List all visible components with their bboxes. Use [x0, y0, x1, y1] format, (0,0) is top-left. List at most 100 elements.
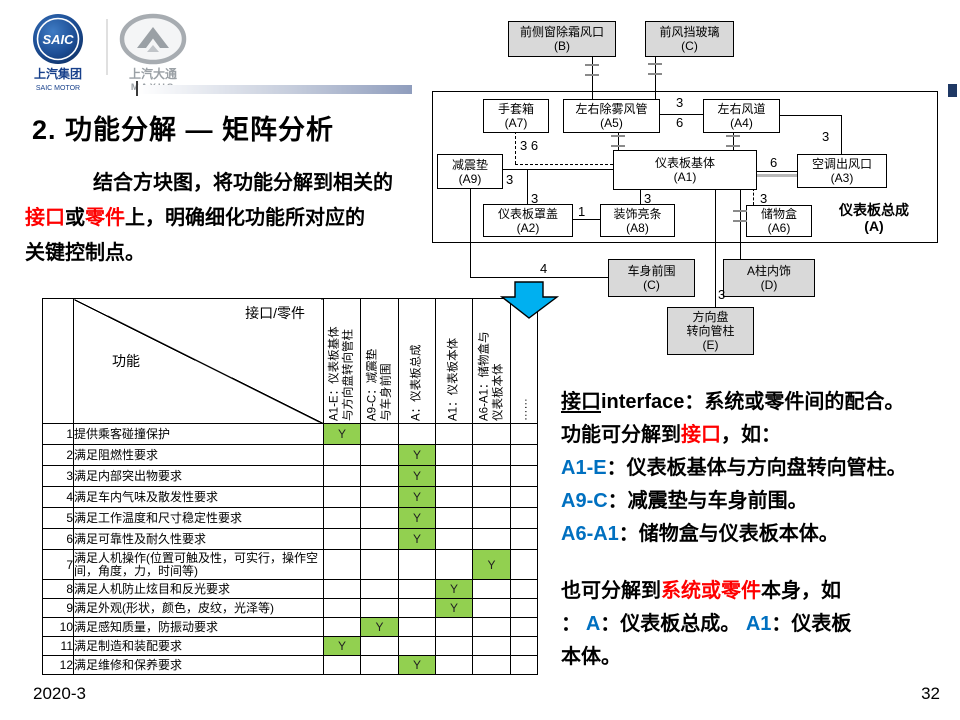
- interface-mark-icon: [585, 64, 599, 76]
- matrix-cell: [435, 465, 473, 487]
- edge-label: 6: [676, 115, 684, 130]
- connector-a4-a3-v: [841, 115, 842, 154]
- matrix-column-header: ……: [510, 298, 538, 424]
- box-label: 手套箱: [497, 102, 534, 116]
- matrix-cell: [435, 655, 473, 675]
- intro-line: 关键控制点。: [25, 236, 455, 271]
- row-number: 10: [42, 617, 74, 637]
- matrix-cell: [323, 465, 361, 487]
- text-segment: ：仪表板基体与方向盘转向管柱。: [606, 457, 907, 479]
- text-segment: A1: [745, 613, 772, 635]
- matrix-cell: [472, 617, 511, 637]
- y-cell: Y: [435, 579, 473, 599]
- box-code: (E): [702, 338, 719, 352]
- matrix-cell: [323, 655, 361, 675]
- matrix-cell: [435, 486, 473, 508]
- function-label: 满足内部突出物要求: [73, 465, 324, 487]
- matrix-cell: [510, 444, 538, 466]
- connector-a7-a1: [515, 164, 613, 165]
- note-line: 也可分解到系统或零件本身，如: [561, 575, 957, 608]
- y-cell: Y: [398, 465, 436, 487]
- matrix-cell: [472, 486, 511, 508]
- diagram-box-steering-column: 方向盘 转向管柱 (E): [667, 307, 754, 355]
- box-code: (A4): [730, 116, 753, 130]
- matrix-cell: [360, 528, 399, 550]
- text-segment: 零件: [85, 207, 125, 229]
- note-line: A9-C：减震垫与车身前围。: [561, 485, 957, 518]
- row-number: 2: [42, 444, 74, 466]
- diagram-box-front-wall: 车身前围 (C): [608, 259, 695, 297]
- box-label: A柱内饰: [746, 264, 791, 278]
- text-segment: interface：系统或零件间的配合。: [601, 391, 905, 413]
- matrix-column-header: A：仪表板总成: [398, 298, 436, 424]
- header-gradient-bar: [138, 85, 412, 94]
- connector-a4-a1: [733, 131, 734, 150]
- row-number: 4: [42, 486, 74, 508]
- y-cell: Y: [323, 423, 361, 445]
- diagram-box-ac-vent: 空调出风口 (A3): [797, 154, 887, 188]
- interface-mark-icon: [648, 63, 662, 75]
- matrix-cell: [323, 507, 361, 529]
- matrix-cell: [435, 636, 473, 656]
- connector-a9-frontwall: [470, 277, 608, 278]
- text-segment: 接口: [561, 391, 601, 413]
- row-number: 3: [42, 465, 74, 487]
- connector-a5-a4: [658, 114, 703, 115]
- box-code: (A2): [516, 220, 540, 235]
- text-segment: ：储物盒与仪表板本体。: [618, 523, 839, 545]
- matrix-cell: [435, 507, 473, 529]
- matrix-cell: [360, 598, 399, 618]
- matrix-cell: [360, 444, 399, 466]
- matrix-cell: [510, 465, 538, 487]
- connector-a9-a1: [501, 169, 613, 170]
- connector-b-a5: [592, 55, 593, 99]
- edge-label: 3: [718, 287, 726, 302]
- matrix-cell: [398, 579, 436, 599]
- interface-mark-icon: [611, 135, 625, 147]
- box-code: (A6): [767, 221, 791, 235]
- text-segment: ：仪表板总成。: [600, 613, 746, 635]
- matrix-cell: [360, 465, 399, 487]
- interface-mark-icon: [726, 135, 740, 147]
- function-label: 满足制造和装配要求: [73, 636, 324, 656]
- diagram-box-a-pillar-trim: A柱内饰 (D): [723, 259, 815, 297]
- row-number: 9: [42, 598, 74, 618]
- saic-en-text: SAIC MOTOR: [36, 85, 80, 92]
- matrix-cell: [360, 579, 399, 599]
- function-label: 满足感知质量，防振动要求: [73, 617, 324, 637]
- matrix-cell: [510, 598, 538, 618]
- footer-date: 2020-3: [33, 684, 86, 703]
- matrix-cell: [360, 549, 399, 580]
- matrix-cell: [472, 636, 511, 656]
- page-title: 2. 功能分解 — 矩阵分析: [32, 115, 335, 145]
- y-cell: Y: [360, 617, 399, 637]
- note-line: 接口interface：系统或零件间的配合。: [561, 386, 957, 419]
- row-number: 6: [42, 528, 74, 550]
- connector-a1-a3: [755, 171, 797, 172]
- row-number: 7: [42, 549, 74, 580]
- y-cell: Y: [323, 636, 361, 656]
- matrix-cell: [360, 423, 399, 445]
- matrix-cell: [323, 486, 361, 508]
- edge-label: 3: [676, 95, 684, 110]
- box-label: 方向盘: [692, 310, 729, 324]
- connector-a1-a8: [640, 188, 641, 204]
- matrix-cell: [323, 598, 361, 618]
- text-segment: 功能可分解到: [561, 424, 681, 446]
- matrix-cell: [398, 617, 436, 637]
- note-line: 功能可分解到接口，如：: [561, 419, 957, 452]
- matrix-cell: [360, 507, 399, 529]
- connector-a1-a6: [753, 188, 754, 205]
- row-number: 11: [42, 636, 74, 656]
- matrix-cell: [510, 549, 538, 580]
- y-cell: Y: [435, 598, 473, 618]
- down-arrow-icon: [500, 281, 560, 319]
- row-number: 8: [42, 579, 74, 599]
- y-cell: Y: [398, 655, 436, 675]
- text-segment: A: [585, 613, 601, 635]
- box-label: 装饰亮条: [613, 206, 662, 221]
